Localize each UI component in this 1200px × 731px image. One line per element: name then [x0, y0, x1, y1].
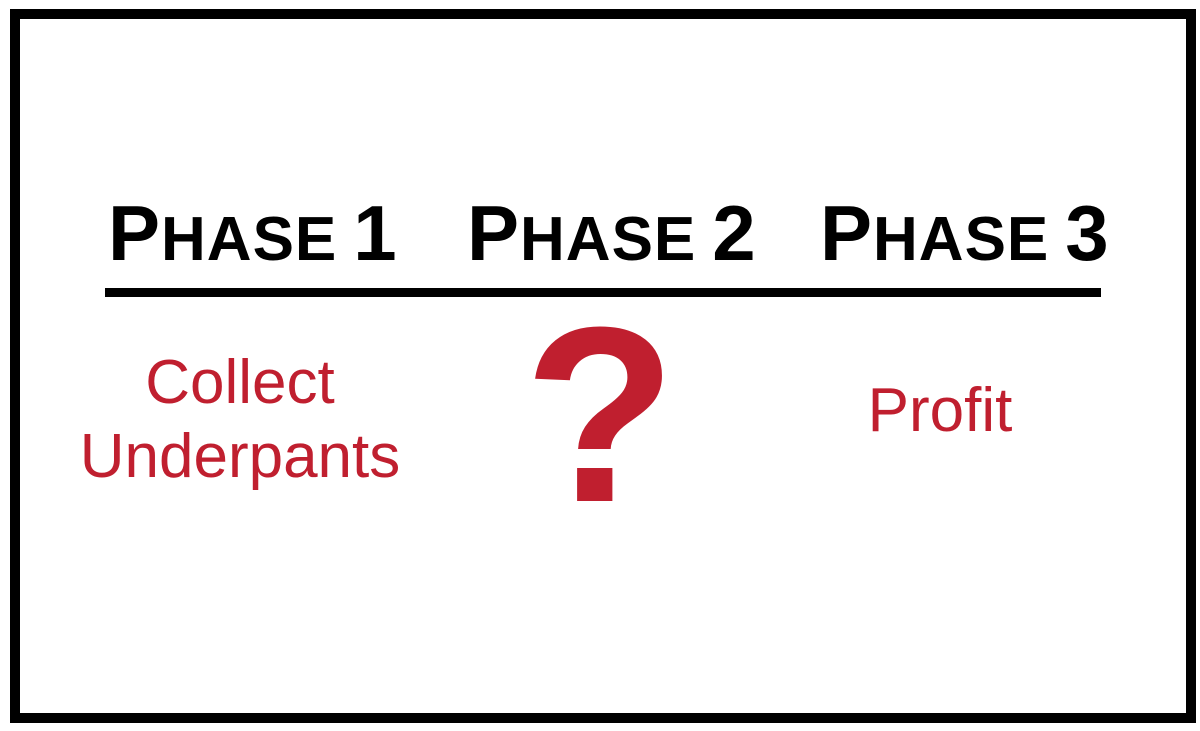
phase-3-heading-initial: P — [820, 189, 874, 277]
phase-1-heading-rest: HASE — [161, 205, 338, 274]
phase-1-number: 1 — [353, 189, 398, 277]
phase-3-heading-rest: HASE — [873, 205, 1050, 274]
heading-divider-line — [105, 288, 1101, 297]
phase-1-heading-initial: P — [108, 189, 162, 277]
phase-1-content: Collect Underpants — [40, 346, 440, 495]
diagram-frame — [10, 9, 1196, 723]
phase-2-heading-initial: P — [467, 189, 521, 277]
phase-1-content-line-2: Underpants — [79, 422, 401, 492]
phase-2-number: 2 — [712, 189, 757, 277]
phase-2-question-mark: ? — [523, 275, 677, 554]
phase-2-heading-rest: HASE — [520, 205, 697, 274]
phase-1-content-line-1: Collect — [145, 348, 335, 417]
phase-3-number: 3 — [1065, 189, 1110, 277]
phase-3-content: Profit — [867, 376, 1013, 445]
